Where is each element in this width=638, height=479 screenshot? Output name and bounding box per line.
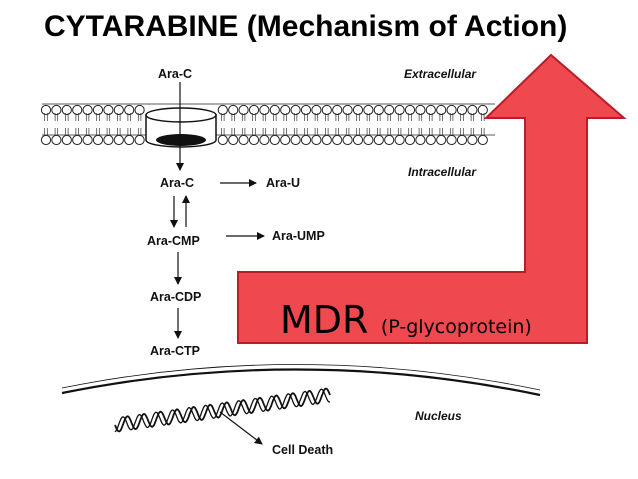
p-glycoprotein-label: (P-glycoprotein) bbox=[381, 316, 532, 338]
mdr-efflux-arrow bbox=[237, 53, 627, 344]
intracellular-label: Intracellular bbox=[408, 165, 477, 179]
ara-cmp-label: Ara-CMP bbox=[147, 234, 200, 248]
ara-ctp-label: Ara-CTP bbox=[150, 344, 200, 358]
ara-cdp-label: Ara-CDP bbox=[150, 290, 201, 304]
cell-membrane bbox=[40, 103, 495, 146]
nuclear-membrane-inner bbox=[61, 364, 541, 391]
membrane-transporter bbox=[145, 107, 217, 148]
ara-ump-label: Ara-UMP bbox=[272, 229, 325, 243]
membrane-lipid-heads bbox=[40, 104, 488, 146]
nuclear-membrane bbox=[61, 368, 541, 397]
dna-to-cell-death-arrow bbox=[219, 411, 263, 445]
dna-helix bbox=[114, 387, 331, 433]
cell-death-label: Cell Death bbox=[272, 443, 333, 457]
ara-c-intracellular-label: Ara-C bbox=[160, 176, 194, 190]
extracellular-label: Extracellular bbox=[404, 67, 477, 81]
mdr-label: MDR bbox=[280, 298, 368, 342]
mdr-callout-text: MDR (P-glycoprotein) bbox=[280, 298, 532, 342]
nucleus-label: Nucleus bbox=[415, 409, 462, 423]
ara-u-label: Ara-U bbox=[266, 176, 300, 190]
ara-c-extracellular-label: Ara-C bbox=[158, 67, 192, 81]
slide-title: CYTARABINE (Mechanism of Action) bbox=[44, 10, 568, 43]
